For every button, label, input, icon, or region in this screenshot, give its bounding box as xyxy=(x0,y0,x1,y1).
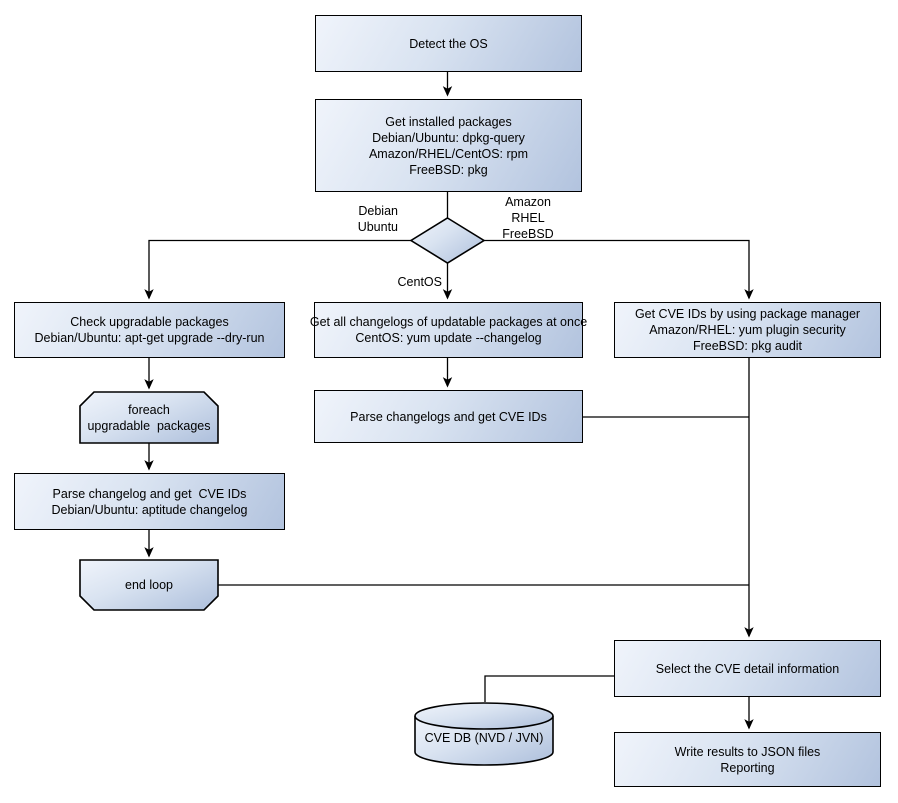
node-write-results: Write results to JSON files Reporting xyxy=(614,732,881,787)
edge-label-debian-ubuntu: Debian Ubuntu xyxy=(357,204,398,234)
node-get-installed-packages-label: Get installed packages Debian/Ubuntu: dp… xyxy=(368,114,529,177)
edge-label-centos: CentOS xyxy=(397,275,442,289)
node-parse-changelog-debian-label: Parse changelog and get CVE IDs Debian/U… xyxy=(51,486,248,517)
node-select-cve-detail-label: Select the CVE detail information xyxy=(655,661,840,676)
os-decision-diamond xyxy=(409,217,486,264)
node-detect-os-label: Detect the OS xyxy=(409,36,488,51)
node-get-installed-packages: Get installed packages Debian/Ubuntu: dp… xyxy=(315,99,582,192)
connector-decision-to-get-cve-ids xyxy=(484,239,754,300)
cve-db-cylinder-top xyxy=(414,702,554,730)
cve-db-cylinder-body xyxy=(414,716,554,766)
node-check-upgradable-label: Check upgradable packages Debian/Ubuntu:… xyxy=(34,315,265,345)
node-get-all-changelogs-label: Get all changelogs of updatable packages… xyxy=(309,315,588,345)
edge-label-amazon-rhel-freebsd: Amazon RHEL FreeBSD xyxy=(502,195,554,241)
node-get-all-changelogs: Get all changelogs of updatable packages… xyxy=(310,302,587,358)
node-parse-changelogs-centos: Parse changelogs and get CVE IDs xyxy=(314,390,583,443)
end-loop-shape xyxy=(79,559,219,611)
connector-decision-to-check-upgradable xyxy=(144,239,411,300)
node-parse-changelogs-centos-label: Parse changelogs and get CVE IDs xyxy=(350,409,547,424)
node-select-cve-detail: Select the CVE detail information xyxy=(614,640,881,697)
node-detect-os: Detect the OS xyxy=(315,15,582,72)
node-check-upgradable: Check upgradable packages Debian/Ubuntu:… xyxy=(14,302,285,358)
node-write-results-label: Write results to JSON files Reporting xyxy=(674,744,821,775)
connector-select-to-cvedb xyxy=(484,675,614,702)
node-parse-changelog-debian: Parse changelog and get CVE IDs Debian/U… xyxy=(14,473,285,530)
node-get-cve-ids-pkg-manager-label: Get CVE IDs by using package manager Ama… xyxy=(634,307,861,353)
foreach-loop-shape xyxy=(79,391,219,444)
node-get-cve-ids-pkg-manager: Get CVE IDs by using package manager Ama… xyxy=(614,302,881,358)
